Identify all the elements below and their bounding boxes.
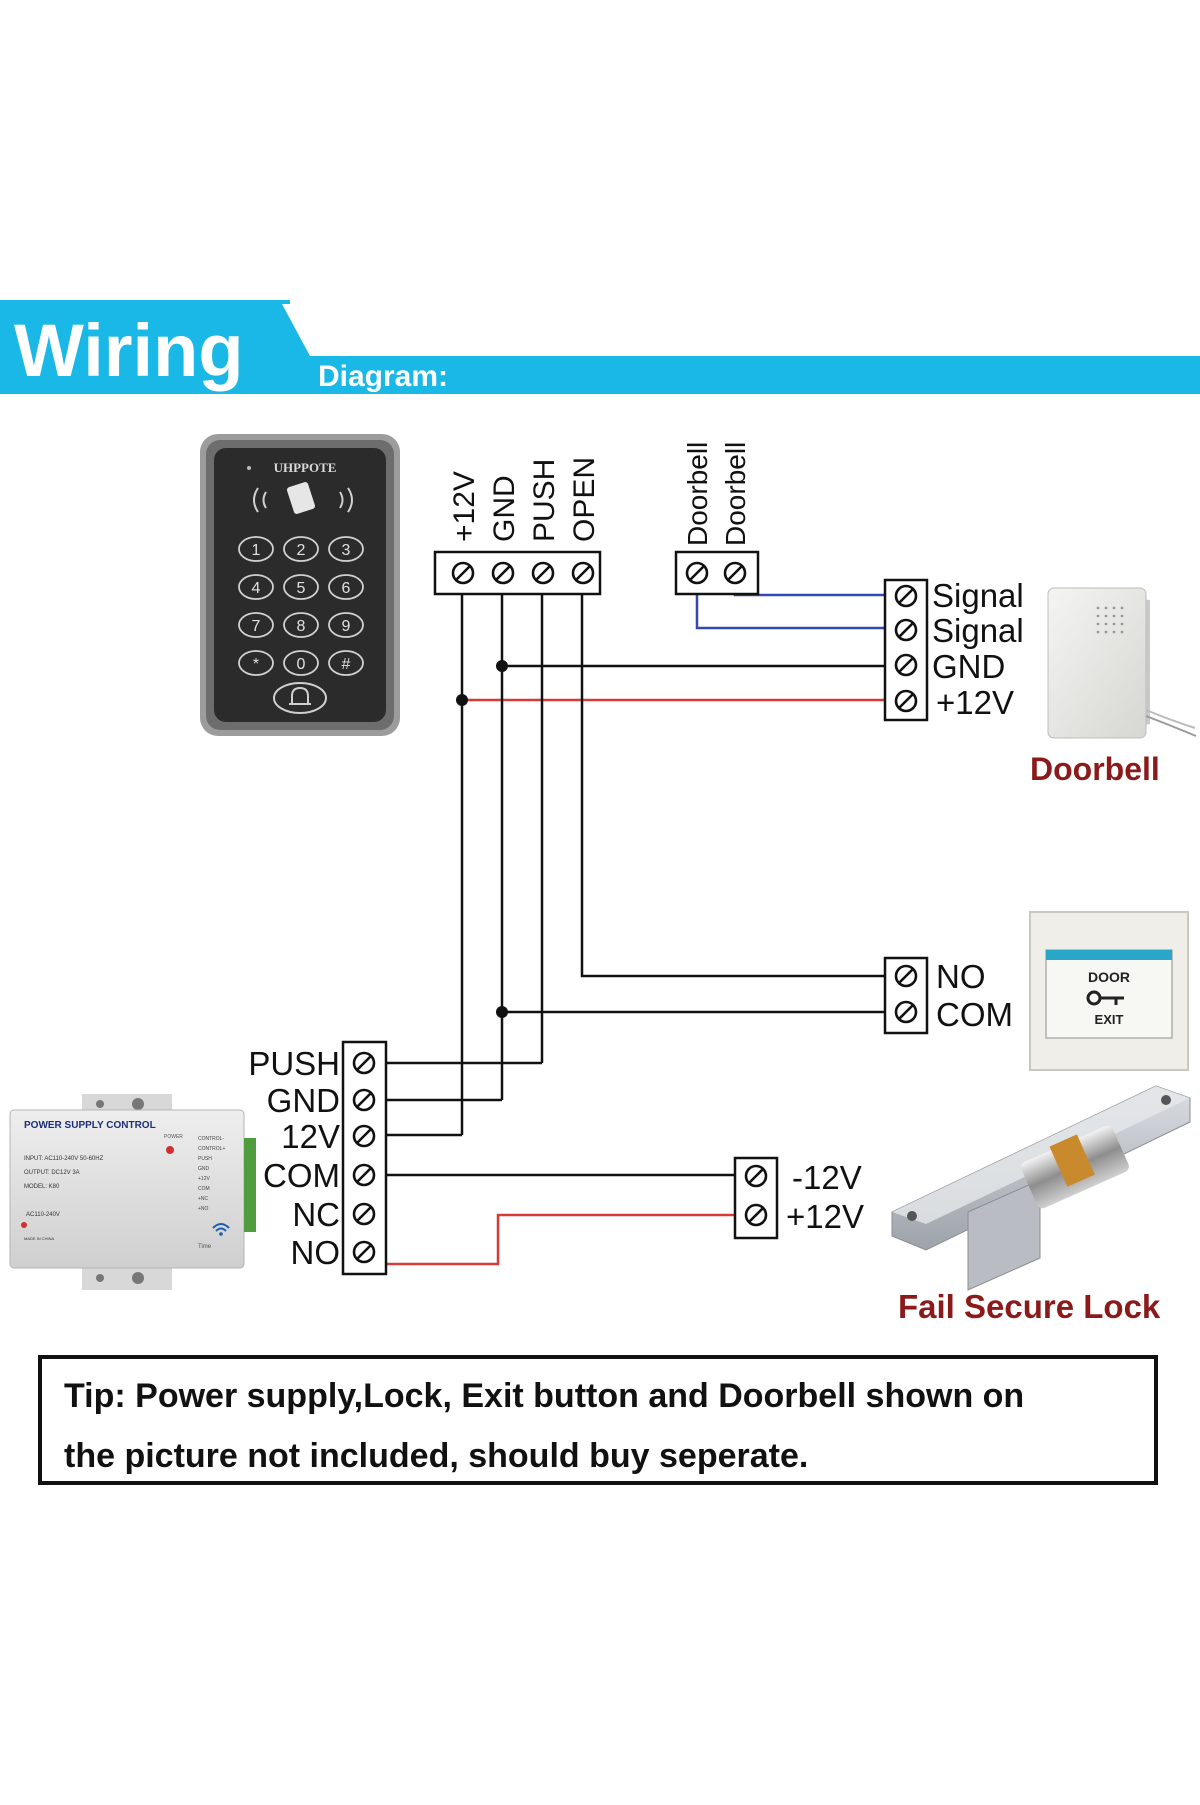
rfid-icon	[253, 482, 353, 514]
exit-label-no: NO	[936, 958, 986, 995]
psu-label-push: PUSH	[248, 1045, 340, 1082]
tip-line-2: the picture not included, should buy sep…	[64, 1437, 809, 1475]
keypad-device: UHPPOTE 1 2 3 4 5 6 7 8 9 * 0 #	[200, 434, 400, 736]
keypad-keys: 1 2 3 4 5 6 7 8 9 * 0 #	[238, 536, 364, 676]
lock-terminal-block	[733, 1156, 779, 1240]
exit-button-terminal-block	[883, 956, 929, 1035]
doorbell-device	[1047, 587, 1197, 739]
psu-label-no: NO	[291, 1234, 341, 1271]
doorbell-out-terminal-block	[674, 550, 760, 596]
keypad-key: 4	[238, 574, 274, 600]
header-banner	[0, 300, 1200, 394]
keypad-key-label: 3	[342, 542, 351, 559]
keypad-key-label: 8	[297, 618, 306, 635]
psu-plate-time: Time	[198, 1244, 212, 1250]
psu-side-label: +NC	[198, 1196, 209, 1202]
power-supply-device	[9, 1094, 256, 1290]
key-icon	[1086, 990, 1124, 1006]
doorbell-terminal-a: Doorbell	[682, 442, 713, 546]
exit-label-com: COM	[936, 996, 1013, 1033]
psu-plate-lines: INPUT: AC110-240V 50-60HZ OUTPUT: DC12V 3…	[24, 1156, 104, 1241]
keypad-key-label: 0	[297, 656, 306, 673]
keypad-terminal-push: PUSH	[528, 459, 561, 542]
header-subtitle: Diagram:	[318, 360, 448, 393]
keypad-key-label: 4	[252, 580, 261, 597]
doorbell-label-signal-1: Signal	[932, 577, 1024, 614]
keypad-key-label: 2	[297, 542, 306, 559]
keypad-key: 2	[283, 536, 319, 562]
keypad-key: *	[238, 650, 274, 676]
exit-plate-door: DOOR	[1088, 969, 1130, 985]
tip-box: Tip: Power supply,Lock, Exit button and …	[38, 1355, 1158, 1485]
psu-plate-line: INPUT: AC110-240V 50-60HZ	[24, 1156, 104, 1162]
psu-plate-line: OUTPUT: DC12V 3A	[24, 1170, 80, 1176]
psu-label-nc: NC	[292, 1196, 340, 1233]
psu-side-label: GND	[198, 1166, 210, 1172]
psu-side-label: PUSH	[198, 1156, 212, 1162]
psu-side-label: COM	[198, 1186, 210, 1192]
keypad-key-label: 9	[342, 618, 351, 635]
keypad-key: 7	[238, 612, 274, 638]
header-title: Wiring	[14, 309, 244, 392]
psu-side-label: +12V	[198, 1176, 210, 1182]
keypad-brand: UHPPOTE	[274, 460, 337, 475]
keypad-key-label: 6	[342, 580, 351, 597]
lock-label-minus12v: -12V	[792, 1159, 862, 1196]
doorbell-terminal-b: Doorbell	[720, 442, 751, 546]
keypad-key: 3	[328, 536, 364, 562]
keypad-key: 1	[238, 536, 274, 562]
lock-label-plus12v: +12V	[786, 1198, 864, 1235]
psu-plate-power: POWER	[164, 1134, 183, 1140]
doorbell-label-signal-2: Signal	[932, 612, 1024, 649]
wifi-icon	[212, 1223, 230, 1236]
keypad-key-label: *	[253, 656, 259, 673]
psu-side-label: +NO	[198, 1206, 209, 1212]
exit-button-device	[1029, 911, 1189, 1071]
keypad-terminal-block	[433, 550, 602, 596]
keypad-key: 9	[328, 612, 364, 638]
lock-device	[891, 1085, 1191, 1291]
keypad-key: #	[328, 650, 364, 676]
psu-label-com: COM	[263, 1157, 340, 1194]
psu-side-label: CONTROL+	[198, 1146, 225, 1152]
doorbell-caption: Doorbell	[1030, 751, 1160, 787]
wire-junctions	[456, 660, 508, 1018]
keypad-key-label: 7	[252, 618, 261, 635]
psu-side-labels: CONTROL- CONTROL+ PUSH GND +12V COM +NC +NO	[198, 1136, 225, 1212]
psu-plate-line: MADE IN CHINA	[24, 1236, 55, 1241]
psu-plate-line: MODEL: K80	[24, 1184, 60, 1190]
keypad-key: 5	[283, 574, 319, 600]
tip-line-1: Tip: Power supply,Lock, Exit button and …	[64, 1377, 1025, 1415]
psu-side-label: CONTROL-	[198, 1136, 224, 1142]
doorbell-label-12v: +12V	[936, 684, 1014, 721]
psu-terminal-block	[341, 1040, 388, 1276]
keypad-key: 0	[283, 650, 319, 676]
keypad-key-label: #	[342, 656, 351, 673]
keypad-terminal-open: OPEN	[568, 457, 601, 542]
psu-plate-line: AC110-240V	[26, 1212, 60, 1218]
doorbell-label-gnd: GND	[932, 648, 1005, 685]
keypad-terminal-12v: +12V	[448, 471, 481, 542]
keypad-key: 8	[283, 612, 319, 638]
doorbell-terminal-block	[883, 578, 929, 722]
bell-icon	[273, 682, 327, 714]
psu-plate-title: POWER SUPPLY CONTROL	[24, 1120, 156, 1131]
lock-caption: Fail Secure Lock	[898, 1288, 1161, 1325]
exit-plate-exit: EXIT	[1095, 1012, 1124, 1027]
keypad-key-label: 1	[252, 542, 261, 559]
keypad-key: 6	[328, 574, 364, 600]
keypad-key-label: 5	[297, 580, 306, 597]
psu-label-gnd: GND	[267, 1082, 340, 1119]
psu-label-12v: 12V	[281, 1118, 340, 1155]
keypad-terminal-gnd: GND	[488, 475, 521, 542]
